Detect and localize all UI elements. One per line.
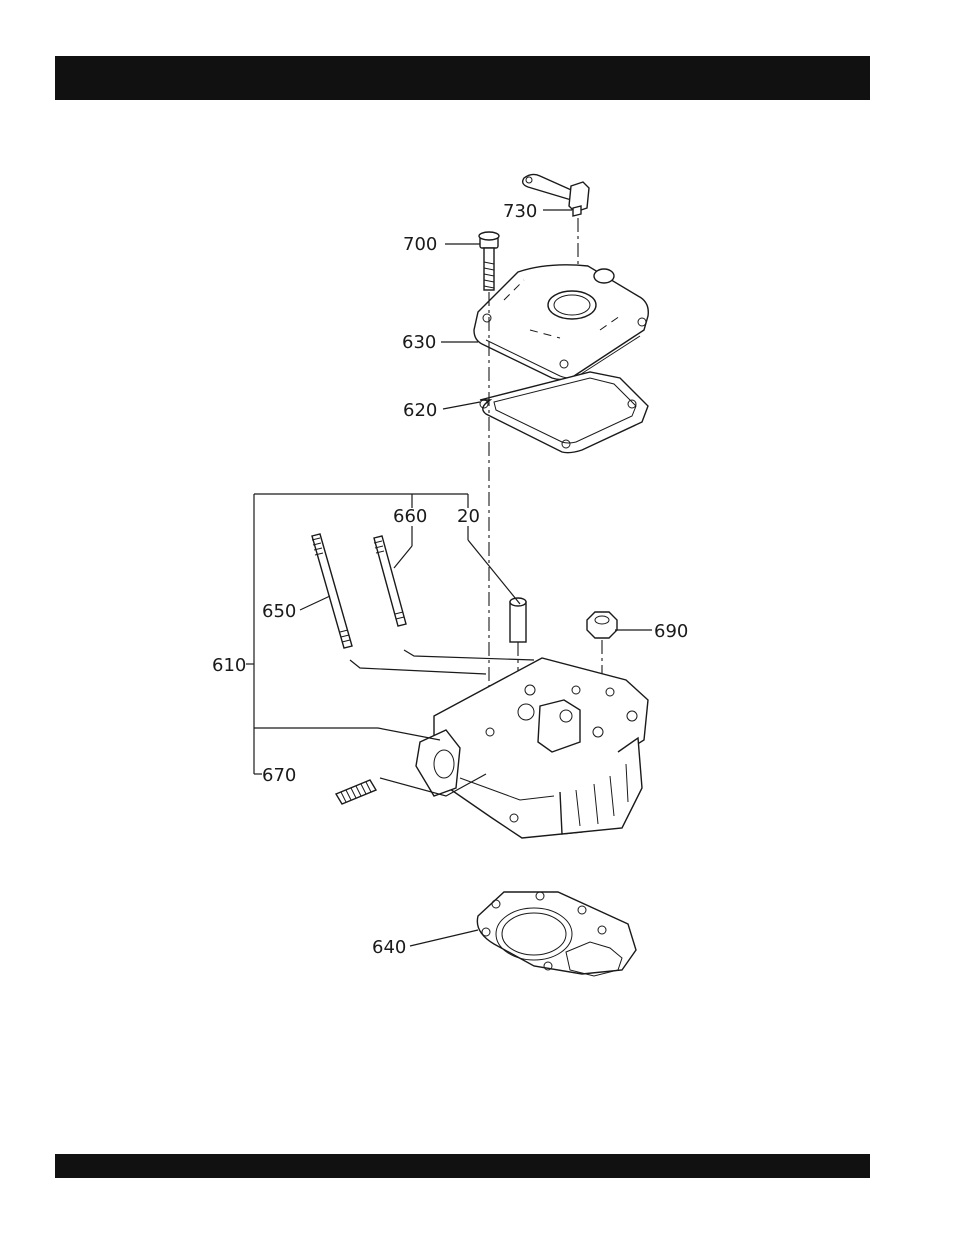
callout-650: 650 <box>262 601 296 622</box>
callout-730: 730 <box>503 201 537 222</box>
part-640-head-gasket <box>477 892 636 976</box>
part-660-short-stud <box>374 536 406 626</box>
callout-670: 670 <box>262 765 296 786</box>
leader-660 <box>394 546 412 568</box>
part-650-long-stud <box>312 534 352 648</box>
callout-630: 630 <box>402 332 436 353</box>
part-690-nut <box>587 612 617 638</box>
leader-660-to-head <box>404 650 534 660</box>
part-630-head-cover <box>474 265 648 380</box>
leader-610-to-head <box>378 728 440 740</box>
part-620-cover-gasket <box>480 372 648 453</box>
leader-620 <box>443 402 480 409</box>
footer-bar <box>55 1154 870 1178</box>
leader-650-to-head <box>350 660 486 674</box>
callout-610: 610 <box>212 655 246 676</box>
callout-660: 660 <box>393 506 427 527</box>
part-700-bolt <box>479 232 499 290</box>
part-670-stud <box>336 780 376 804</box>
part-610-cylinder-head <box>416 658 648 838</box>
leader-20-to-dowel <box>468 540 520 604</box>
leader-640 <box>410 930 478 946</box>
callout-700: 700 <box>403 234 437 255</box>
part-20-dowel <box>510 598 526 642</box>
callout-640: 640 <box>372 937 406 958</box>
callout-20: 20 <box>457 506 480 527</box>
callout-620: 620 <box>403 400 437 421</box>
leader-650 <box>300 596 330 610</box>
callout-690: 690 <box>654 621 688 642</box>
